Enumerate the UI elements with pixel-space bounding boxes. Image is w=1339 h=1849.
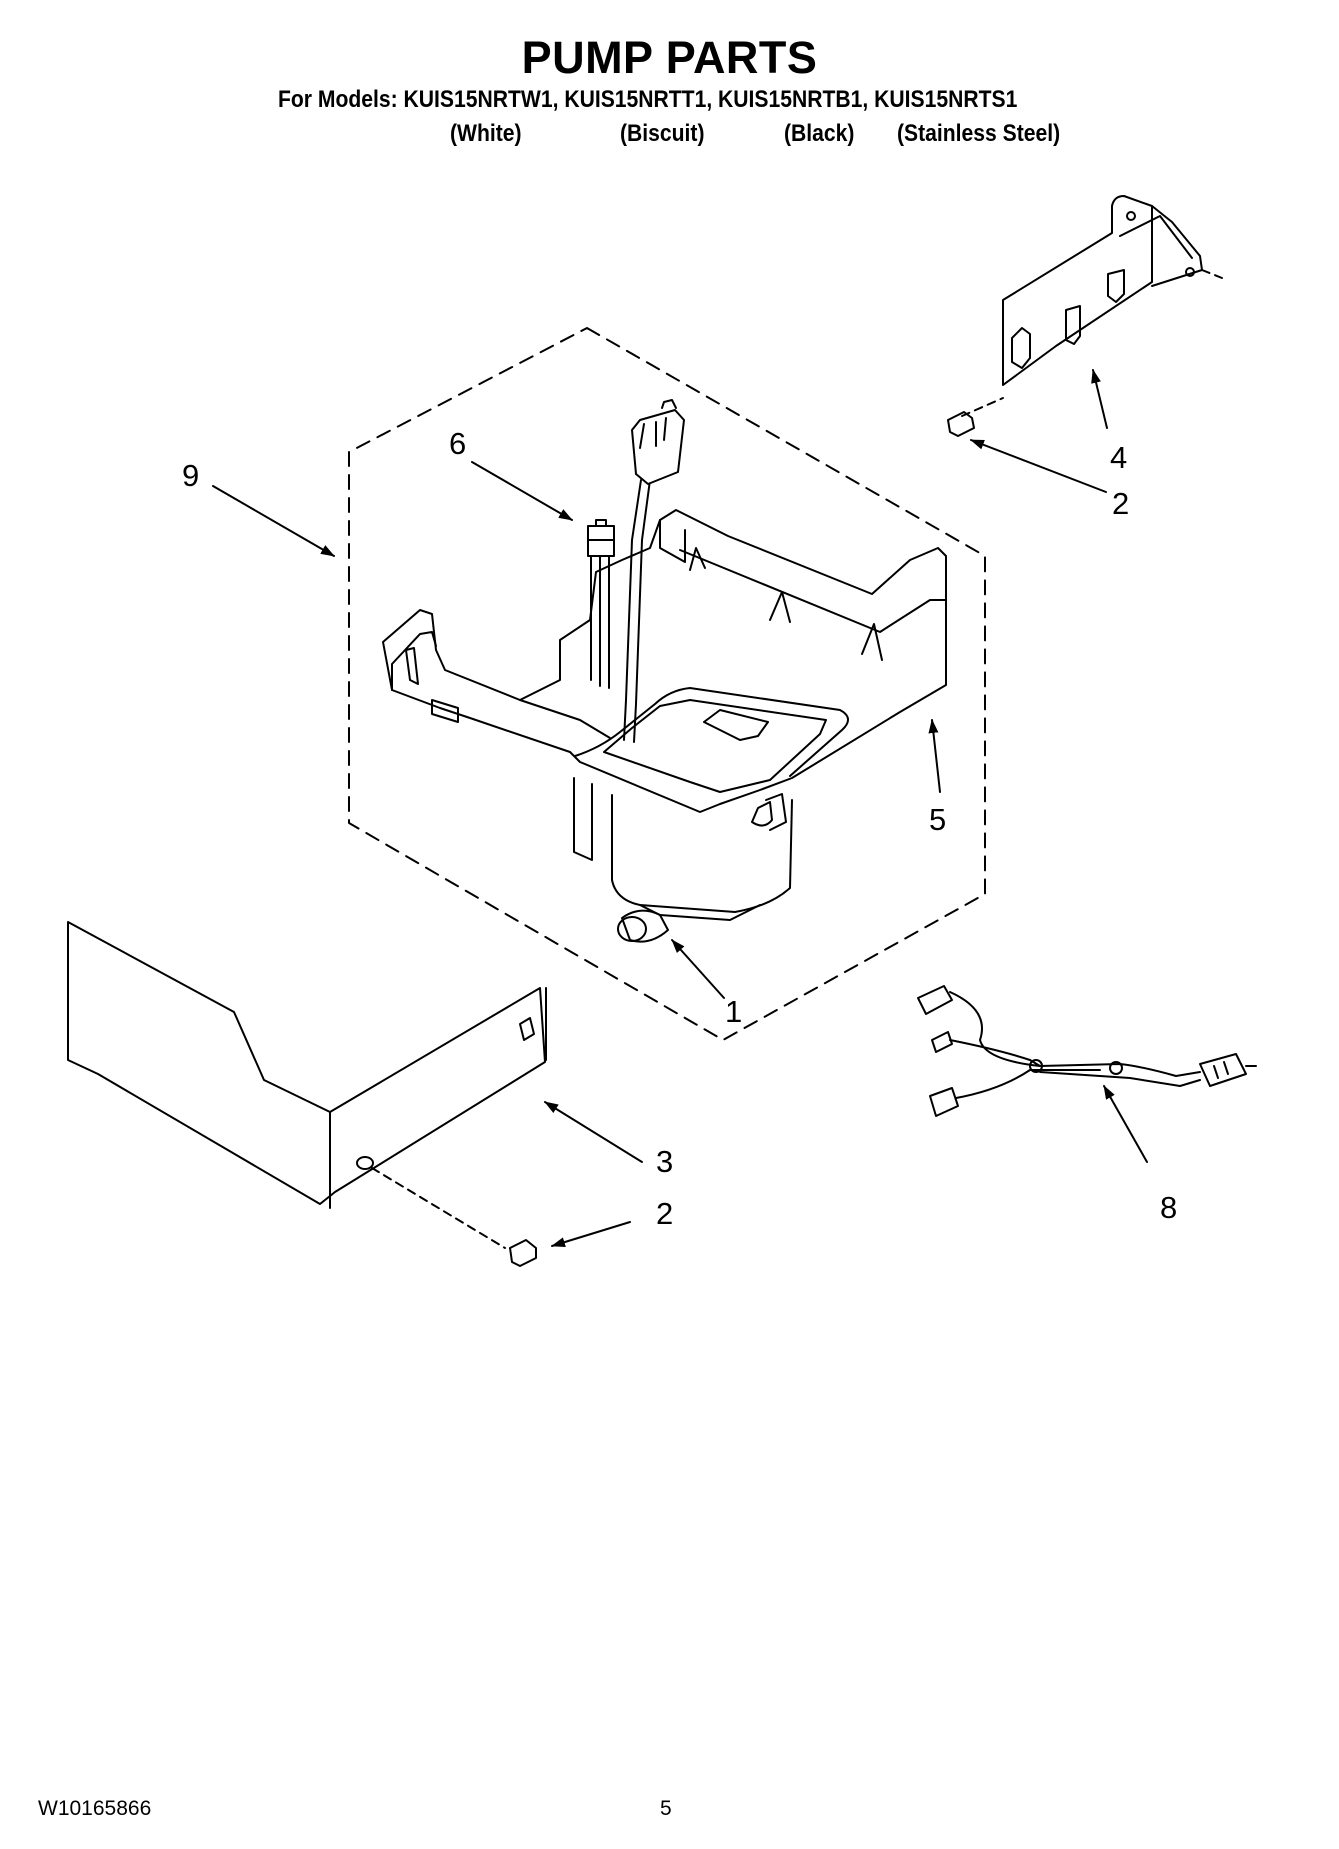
- callout-2-upper: 2: [1112, 486, 1130, 521]
- reservoir-base-part: [382, 509, 947, 831]
- callout-5: 5: [929, 802, 947, 837]
- variant-biscuit: (Biscuit): [620, 120, 705, 147]
- document-number: W10165866: [38, 1797, 152, 1820]
- wire-harness-part-8: [917, 985, 1257, 1117]
- callout-1: 1: [725, 994, 743, 1029]
- callout-4: 4: [1110, 440, 1128, 475]
- pump-part: [573, 777, 793, 943]
- callout-8: 8: [1160, 1190, 1178, 1225]
- screw-part-lower: [509, 1239, 537, 1267]
- variant-stainless-steel: (Stainless Steel): [897, 120, 1061, 147]
- callout-9: 9: [182, 458, 200, 493]
- bracket-part: [1002, 195, 1223, 386]
- variant-black: (Black): [784, 120, 855, 147]
- wire-harness-part-7: [623, 399, 685, 743]
- page-title: PUMP PARTS: [521, 32, 818, 83]
- screw-part-upper: [947, 397, 1004, 437]
- page-number: 5: [660, 1797, 672, 1820]
- wire-harness-part-6: [587, 519, 615, 689]
- access-cover-part: [67, 921, 547, 1249]
- variant-white: (White): [450, 120, 522, 147]
- callout-6: 6: [449, 426, 467, 461]
- callout-2-lower: 2: [656, 1196, 674, 1231]
- pump-assembly-outline: [348, 327, 986, 1041]
- leader-arrows: [212, 369, 1148, 1247]
- models-line: For Models: KUIS15NRTW1, KUIS15NRTT1, KU…: [278, 86, 1018, 113]
- callout-3: 3: [656, 1144, 674, 1179]
